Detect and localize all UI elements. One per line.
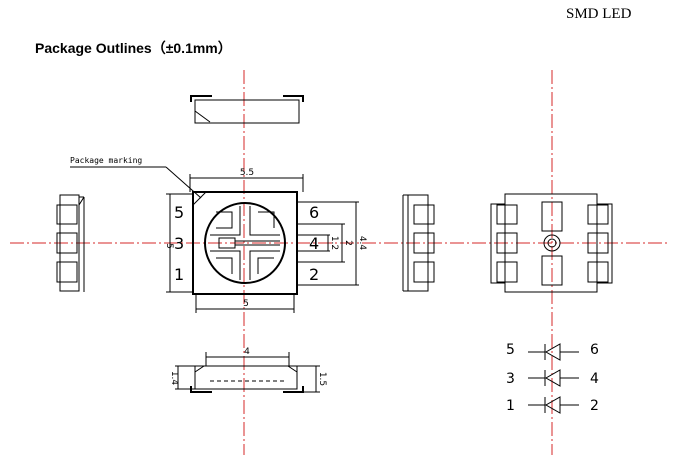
pin-label-left-mid: 3 [174,234,184,253]
inner-pad-top-left [216,211,233,229]
lead-frame-top-left [210,206,241,236]
back-pad-right-1 [587,204,609,225]
right-side-pad-3 [413,261,435,283]
inner-pad-bottom-left [216,257,233,274]
dim-bottom-width-label: 5 [243,299,249,309]
back-pad-right-2 [587,232,609,254]
lead-frame [210,206,280,280]
schematic-row-3-cathode: 2 [590,398,599,414]
led-die [218,237,236,249]
package-marking-leader-d [165,166,202,199]
lens-circle [204,202,286,284]
dim-overall-span-label: 4.4 [357,236,367,251]
left-side-body [59,194,80,292]
pin-label-left-top: 5 [174,203,184,222]
bottom-side-view: 4 1.4 1.5 [169,347,327,393]
top-side-view [190,95,304,124]
back-pad-left-2 [496,232,518,254]
dim-top-width-label: 5.5 [240,168,254,178]
document-title: SMD LED [566,6,632,22]
top-side-chamfer [194,110,211,123]
dim-side-h-left-label: 1.4 [169,371,179,386]
back-view [490,193,613,293]
left-side-chamfer [78,196,85,206]
schematic-row-3-anode: 1 [506,398,515,414]
back-thermal-pad-top [541,201,563,232]
right-side-body [407,194,429,292]
bottom-side-left-lead [190,386,212,393]
lead-frame-bottom-left [210,250,241,280]
top-side-left-lead [190,95,212,102]
center-lines [10,70,668,455]
bottom-side-chamfer-left [194,365,205,373]
left-side-pad-2 [56,232,78,254]
right-side-pad-1 [413,204,435,225]
dim-pad-span-label: 2 [343,240,353,246]
left-side-view [56,194,85,292]
diode-symbol-3 [528,396,579,414]
schematic-row-1-anode: 5 [506,342,515,358]
lead-frame-bottom-right [249,250,280,280]
right-side-view [402,194,435,292]
back-pad-right-3 [587,261,609,283]
front-body-chamfer [192,191,207,206]
inner-pad-bottom-right [257,257,274,274]
left-side-pad-3 [56,261,78,283]
schematic-row-2-cathode: 4 [590,371,599,387]
schematic: 5 6 3 4 1 2 [506,342,599,414]
bottom-side-chamfer-right [287,365,298,373]
diode-symbol-2 [528,369,579,387]
back-thermal-pad-bottom [541,255,563,286]
pin-label-right-mid: 4 [309,234,319,253]
package-marking-label: Package marking [70,156,142,165]
left-side-pad-1 [56,204,78,225]
dim-left-height-label: 5 [164,243,174,249]
pin-label-right-bot: 2 [309,265,319,284]
bottom-side-body [194,365,298,390]
diode-symbol-1 [528,343,579,361]
section-title: Package Outlines（±0.1mm） [35,40,232,56]
back-polarity-ring-outer [543,234,561,252]
top-side-body [194,99,300,124]
right-side-pad-2 [413,232,435,254]
lead-frame-top-right [249,206,280,236]
schematic-row-1-cathode: 6 [590,342,599,358]
dim-side-h-right-label: 1.5 [317,372,327,386]
back-pad-left-3 [496,261,518,283]
back-polarity-ring-inner [547,238,557,248]
back-pad-left-1 [496,204,518,225]
pin-label-left-bot: 1 [174,265,184,284]
front-body [192,191,298,295]
dim-pin-pitch-label: 1.2 [329,236,339,250]
schematic-row-2-anode: 3 [506,371,515,387]
front-view: Package marking 5.5 5 5 3 1 6 4 2 [70,156,367,313]
dim-side-length-label: 4 [244,347,250,357]
top-side-right-lead [283,95,304,102]
inner-pad-top-right [258,211,275,228]
pin-label-right-top: 6 [309,203,319,222]
